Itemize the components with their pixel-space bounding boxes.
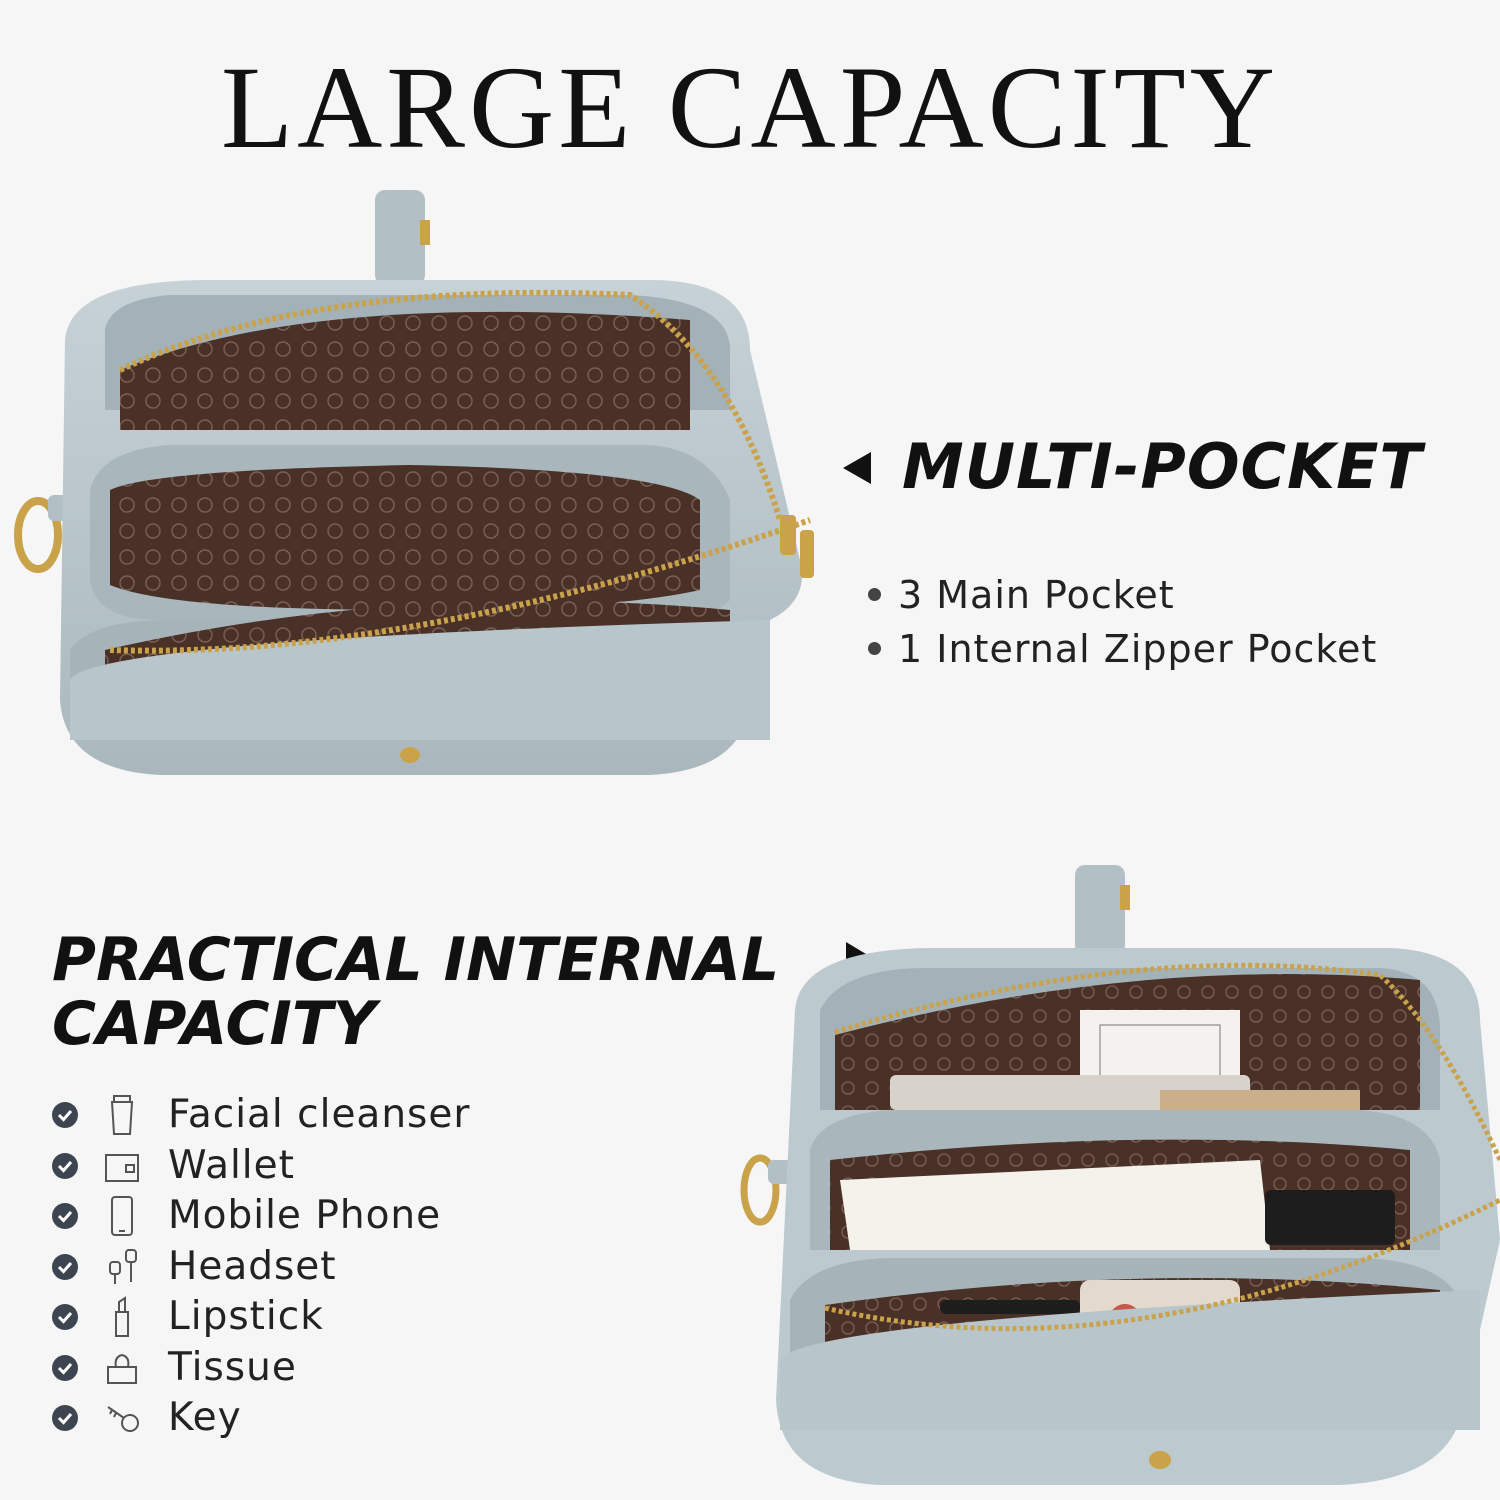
check-icon — [52, 1354, 78, 1381]
list-item: 3 Main Pocket — [866, 572, 1377, 626]
phone-icon — [111, 1196, 133, 1236]
wallet-icon — [105, 1153, 139, 1182]
bullet-icon — [868, 642, 881, 655]
check-icon — [52, 1304, 78, 1330]
key-icon — [107, 1406, 139, 1432]
check-icon — [52, 1102, 78, 1128]
tube-icon — [110, 1095, 134, 1135]
multi-pocket-list: 3 Main Pocket 1 Internal Zipper Pocket — [866, 572, 1377, 680]
check-icon — [52, 1253, 78, 1280]
bag-photo-empty — [14, 190, 814, 775]
list-item: 1 Internal Zipper Pocket — [866, 626, 1377, 680]
lipstick-icon — [115, 1296, 129, 1337]
headset-icon — [109, 1248, 137, 1284]
bag-photo-filled — [740, 865, 1500, 1485]
page-title: LARGE CAPACITY — [220, 42, 1280, 173]
check-icon — [52, 1405, 78, 1431]
tissue-icon — [107, 1353, 137, 1384]
check-icon — [52, 1152, 78, 1179]
bullet-icon — [868, 588, 881, 601]
check-icon — [52, 1203, 78, 1229]
pointer-left-icon — [843, 452, 871, 484]
internal-capacity-heading: PRACTICAL INTERNAL CAPACITY — [52, 925, 780, 1059]
